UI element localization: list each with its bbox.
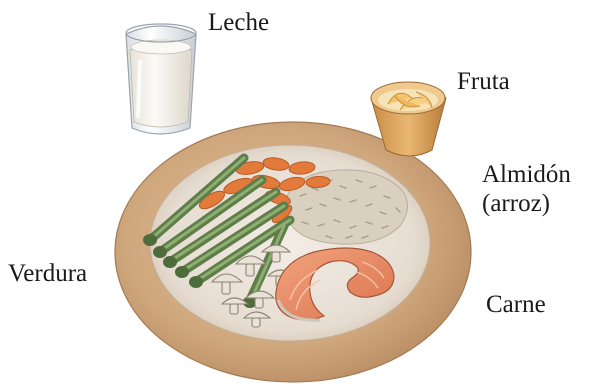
plate-icon	[115, 122, 471, 382]
fruit-label: Fruta	[457, 67, 510, 96]
vegetables-label: Verdura	[8, 259, 87, 288]
starch-label-line1: Almidón	[482, 160, 571, 189]
starch-label: Almidón (arroz)	[482, 160, 571, 218]
milk-label: Leche	[208, 8, 269, 37]
starch-label-line2: (arroz)	[482, 189, 571, 218]
meat-label: Carne	[486, 290, 546, 319]
milk-glass-icon	[126, 24, 196, 134]
